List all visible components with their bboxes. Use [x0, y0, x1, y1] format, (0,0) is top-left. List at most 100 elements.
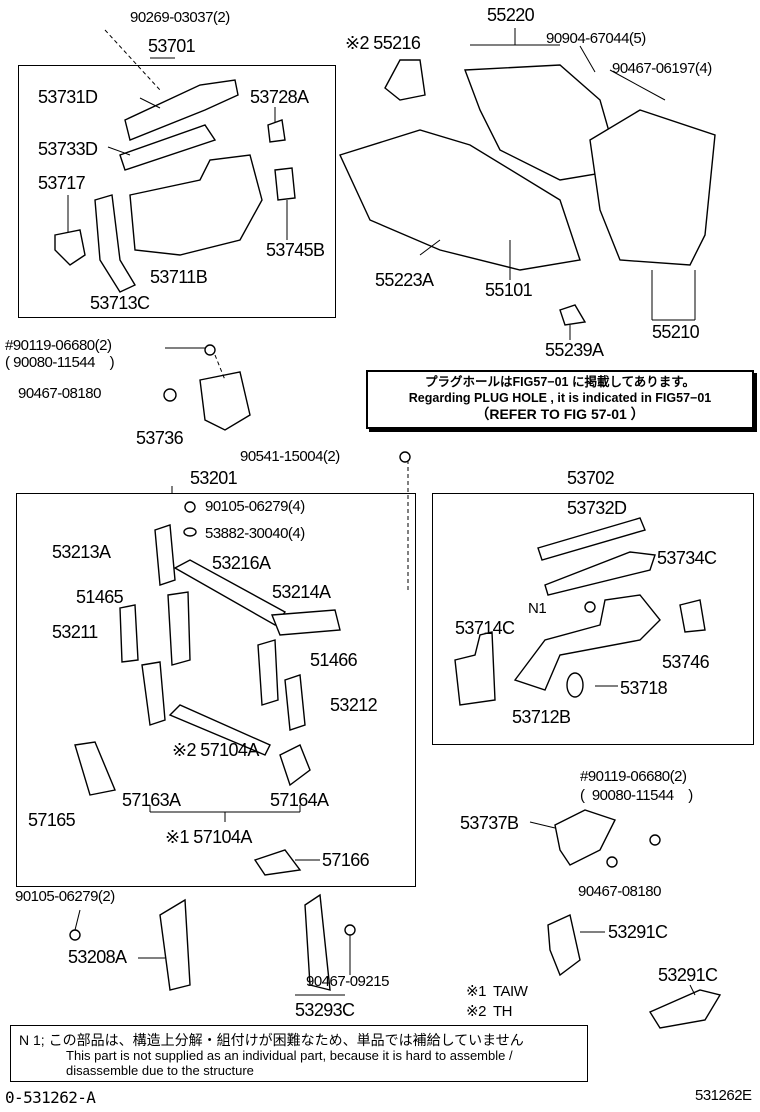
label-57166: 57166 — [322, 850, 370, 870]
part-57165-shape — [74, 741, 116, 796]
part-55216-shape — [384, 59, 426, 101]
part-53213A-shape — [154, 524, 176, 586]
label-53731D: 53731D — [38, 87, 98, 107]
label-90119-06680-a: #90119-06680(2) — [5, 337, 112, 354]
label-53714C: 53714C — [455, 618, 515, 638]
part-57163A-shape — [141, 661, 166, 726]
note-en-1: This part is not supplied as an individu… — [66, 1048, 513, 1063]
part-53728A-shape — [267, 119, 286, 143]
footer-code-left: 0-531262-A — [5, 1088, 96, 1107]
label-90119-06680-b: #90119-06680(2) — [580, 768, 687, 785]
label-53882-30040: 53882-30040(4) — [205, 525, 305, 542]
part-53718-shape — [566, 672, 584, 698]
part-53736-shape — [199, 371, 251, 431]
label-N1: N1 — [528, 600, 547, 617]
label-90269-03037: 90269-03037(2) — [130, 9, 230, 26]
note-en-2: disassemble due to the structure — [66, 1063, 254, 1078]
label-53711B: 53711B — [150, 267, 208, 287]
part-53211-shape — [119, 604, 139, 663]
group-box-53201 — [16, 493, 416, 887]
group-box-53702 — [432, 493, 754, 745]
legend-th: ※2 TH — [466, 1003, 512, 1020]
label-53201: 53201 — [190, 468, 238, 488]
part-57166-shape — [253, 849, 302, 876]
label-53212: 53212 — [330, 695, 378, 715]
label-55101: 55101 — [485, 280, 533, 300]
part-53291C-a-shape — [547, 914, 581, 977]
label-53728A: 53728A — [250, 87, 309, 107]
label-53216A: 53216A — [212, 553, 271, 573]
label-53211: 53211 — [52, 622, 98, 642]
label-53732D: 53732D — [567, 498, 627, 518]
part-53714C-shape — [454, 631, 496, 706]
part-53745B-shape — [274, 167, 296, 201]
label-55239A: 55239A — [545, 340, 604, 360]
label-53208A: 53208A — [68, 947, 127, 967]
label-53701: 53701 — [148, 36, 196, 56]
label-90105-06279-4: 90105-06279(4) — [205, 498, 305, 515]
part-53293C-shape — [304, 893, 331, 991]
plug-note-jp: プラグホールはFIG57−01 に掲載してあります。 — [425, 375, 695, 389]
label-57165: 57165 — [28, 810, 76, 830]
part-53733D-shape — [119, 124, 217, 171]
label-90904-67044: 90904-67044(5) — [546, 30, 646, 47]
label-51466: 51466 — [310, 650, 358, 670]
label-90105-06279-2: 90105-06279(2) — [15, 888, 115, 905]
label-53702: 53702 — [567, 468, 615, 488]
part-55220-shape — [464, 64, 621, 181]
part-55101-shape — [339, 129, 581, 271]
plug-note-ref: （REFER TO FIG 57-01 ） — [475, 406, 645, 422]
label-90467-09215: 90467-09215 — [306, 973, 389, 990]
label-51465: 51465 — [76, 587, 124, 607]
label-57104A-th: ※2 57104A — [172, 740, 259, 760]
label-55216: ※2 55216 — [345, 33, 421, 53]
label-53214A: 53214A — [272, 582, 331, 602]
label-53736: 53736 — [136, 428, 184, 448]
label-53718: 53718 — [620, 678, 668, 698]
label-53734C: 53734C — [657, 548, 717, 568]
part-51466-shape — [257, 639, 279, 706]
label-53213A: 53213A — [52, 542, 111, 562]
part-53717-shape — [54, 229, 86, 266]
label-53737B: 53737B — [460, 813, 519, 833]
part-53216A-shape — [173, 559, 287, 626]
label-53291C-a: 53291C — [608, 922, 668, 942]
label-90467-08180-b: 90467-08180 — [578, 883, 661, 900]
plug-note-en: Regarding PLUG HOLE , it is indicated in… — [408, 391, 712, 405]
part-53713C-shape — [94, 194, 136, 293]
label-53712B: 53712B — [512, 707, 571, 727]
label-90080-11544-b: ( 90080-11544 ) — [580, 787, 693, 804]
label-53293C: 53293C — [295, 1000, 355, 1020]
label-55210: 55210 — [652, 322, 700, 342]
part-57104A-shape — [168, 704, 271, 756]
part-53731D-shape — [124, 79, 239, 141]
part-53732D-shape — [537, 517, 646, 561]
label-55223A: 55223A — [375, 270, 434, 290]
label-53291C-b: 53291C — [658, 965, 718, 985]
label-53717: 53717 — [38, 173, 86, 193]
label-55220: 55220 — [487, 5, 535, 25]
part-53712B-shape — [513, 594, 661, 691]
label-53713C: 53713C — [90, 293, 150, 313]
label-90467-08180-a: 90467-08180 — [18, 385, 101, 402]
part-53291C-b-shape — [648, 989, 722, 1029]
label-57163A: 57163A — [122, 790, 181, 810]
label-90467-06197: 90467-06197(4) — [612, 60, 712, 77]
label-53745B: 53745B — [266, 240, 325, 260]
part-57164A-shape — [279, 744, 311, 787]
label-57104A-taiw: ※1 57104A — [165, 827, 252, 847]
note-jp: N 1; この部品は、構造上分解・組付けが困難なため、単品では補給していません — [19, 1032, 524, 1048]
part-53737B-shape — [554, 809, 616, 866]
part-53208A-shape — [159, 898, 191, 991]
part-53734C-shape — [544, 551, 656, 596]
part-51465-shape — [167, 591, 191, 666]
part-53212-shape — [284, 674, 306, 731]
part-53214A-shape — [270, 609, 341, 636]
label-53733D: 53733D — [38, 139, 98, 159]
group-box-53701 — [18, 65, 336, 318]
label-57164A: 57164A — [270, 790, 329, 810]
part-55239A-shape — [559, 304, 587, 326]
part-53711B-shape — [129, 154, 263, 256]
